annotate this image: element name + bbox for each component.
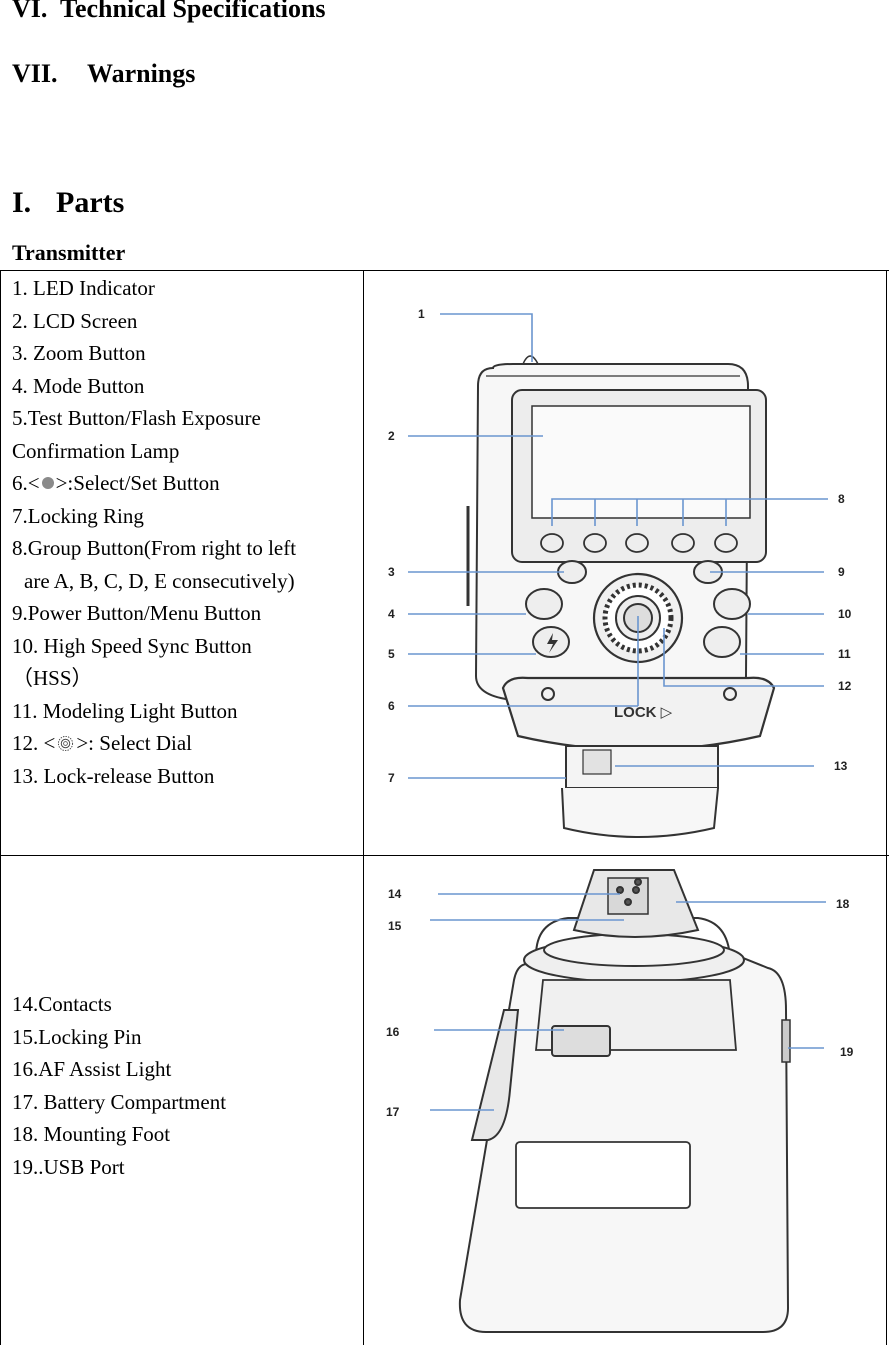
callout-4: 4 [388,607,395,621]
list-item: 9.Power Button/Menu Button [12,601,262,625]
list-item: 13. Lock-release Button [12,763,215,788]
callout-19: 19 [840,1045,854,1059]
item-suffix: >:Select/Set Button [55,471,220,495]
callout-15: 15 [388,919,402,933]
rear-parts-list: 14.Contacts 15.Locking Pin 16.AF Assist … [12,988,226,1183]
item-suffix: >: Select Dial [76,731,192,755]
callout-6: 6 [388,699,395,713]
callout-16: 16 [386,1025,400,1039]
parts-table [0,270,889,1345]
callout-2: 2 [388,429,395,443]
list-item: 8.Group Button(From right to left [12,536,297,560]
subheading-transmitter: Transmitter [12,240,126,265]
callout-17: 17 [386,1105,400,1119]
heading-technical-specifications: VI. Technical Specifications [12,0,326,24]
list-item: 14.Contacts [12,992,112,1016]
table-border-left [0,270,1,1345]
list-item: 18. Mounting Foot [12,1122,171,1146]
list-item: Confirmation Lamp [12,438,180,463]
callout-18: 18 [836,897,850,911]
callout-14: 14 [388,887,402,901]
transmitter-rear-diagram: 14 15 16 17 18 19 [386,869,854,1333]
list-item: 19..USB Port [12,1154,125,1179]
table-border-top [0,270,889,271]
set-button-dot-icon [41,477,54,489]
list-item: 5.Test Button/Flash Exposure [12,406,261,430]
heading-text: Technical Specifications [60,0,326,23]
callout-1: 1 [418,307,425,321]
heading-number: I. [12,186,32,219]
select-dial-icon [58,735,74,752]
list-item: 17. Battery Compartment [12,1089,227,1114]
list-item: 12. < >: Select Dial [12,727,296,760]
list-item: 10. High Speed Sync Button [12,633,252,658]
transmitter-front-diagram: LOCK ▷ 1 2 3 4 5 6 7 8 9 10 11 12 13 [388,307,852,838]
callout-10: 10 [838,607,852,621]
list-item: 2. LCD Screen [12,308,138,333]
callout-3: 3 [388,565,395,579]
heading-text: Parts [56,186,125,219]
heading-warnings: VII. Warnings [12,59,195,89]
heading-text: Warnings [87,59,196,88]
heading-parts: I. Parts [12,186,124,220]
table-column-divider [363,270,364,1345]
list-item: 15.Locking Pin [12,1024,142,1049]
list-item: 16.AF Assist Light [12,1057,172,1081]
list-item: 4. Mode Button [12,373,145,398]
item-prefix: 6.< [12,471,40,495]
list-item: 6.< >:Select/Set Button [12,467,296,500]
table-row-divider [0,855,889,856]
lock-text: LOCK ▷ [614,704,673,721]
list-item: 1. LED Indicator [12,276,155,300]
callout-9: 9 [838,565,845,579]
callout-5: 5 [388,647,395,661]
heading-number: VII. [12,59,58,88]
list-item: 7.Locking Ring [12,503,144,528]
callout-11: 11 [838,647,851,661]
flash-icon [547,633,558,653]
heading-number: VI. [12,0,48,23]
lcd-screen [531,405,751,519]
list-item: 3. Zoom Button [12,341,146,365]
callout-13: 13 [834,759,848,773]
callout-8: 8 [838,492,845,506]
list-item: （HSS） [12,666,93,690]
list-item: are A, B, C, D, E consecutively) [24,568,295,593]
front-parts-list: 1. LED Indicator 2. LCD Screen 3. Zoom B… [12,272,296,792]
list-item: 11. Modeling Light Button [12,698,238,723]
table-border-right [886,270,887,1345]
item-prefix: 12. < [12,731,56,755]
callout-7: 7 [388,771,395,785]
callout-12: 12 [838,679,852,693]
